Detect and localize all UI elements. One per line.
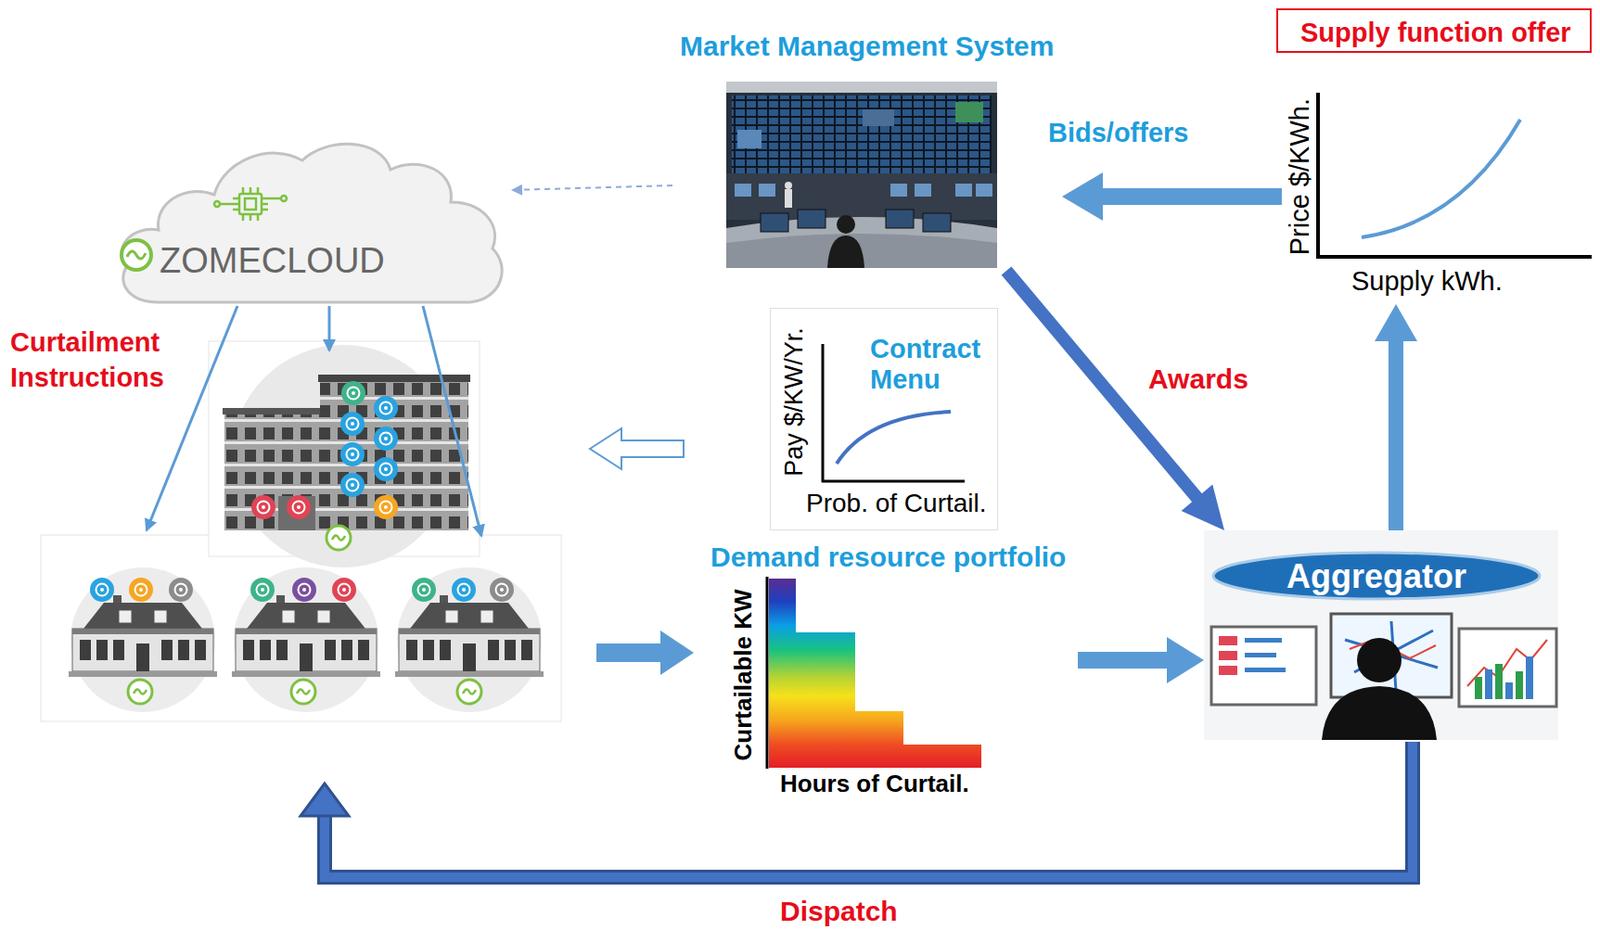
flow-arrow	[1374, 304, 1418, 531]
arrow-head	[1181, 485, 1225, 531]
axis-label: Pay $/KW/Yr.	[780, 327, 809, 477]
callout-label: Curtailment Instructions	[10, 325, 182, 396]
edge-label: Awards	[1148, 363, 1249, 397]
flow-label: Dispatch	[780, 896, 898, 927]
arrow-shaft	[1077, 652, 1169, 669]
arrow-head	[1062, 172, 1103, 221]
axis-label: Supply kWh.	[1351, 266, 1503, 297]
axis-label: Prob. of Curtail.	[806, 488, 987, 519]
arrow-head	[1166, 637, 1204, 684]
axis-label: Curtailable KW	[729, 588, 758, 761]
dispatch-arrow	[300, 742, 1413, 878]
contract-offer-arrow	[589, 428, 684, 470]
arrow-head	[511, 184, 523, 196]
arrow-head	[1374, 304, 1418, 342]
arrow-shaft	[1100, 188, 1282, 205]
portfolio-input-arrow	[596, 630, 694, 676]
edge-label: Bids/offers	[1048, 117, 1189, 149]
arrow-shaft	[1388, 339, 1404, 531]
control-room-photo	[726, 81, 998, 269]
supply-chart	[1316, 92, 1592, 259]
flow-arrow	[511, 184, 673, 196]
chart-title: Demand resource portfolio	[710, 541, 1066, 575]
demand-portfolio-chart: Demand resource portfolioCurtailable KW H…	[697, 538, 1078, 805]
apartment-illustration	[208, 341, 480, 568]
curtailment-arrows	[146, 306, 482, 537]
aggregator-illustration	[1203, 530, 1559, 741]
axis-label: Price $/KWh.	[1284, 98, 1316, 256]
box-title: Supply function offer	[1300, 17, 1572, 49]
cloud-shape-outline	[112, 137, 512, 307]
contract-menu-chart: Contract Menu Pay $/KW/Yr. Prob. of Curtai…	[769, 307, 999, 531]
chart-title: Contract Menu	[870, 333, 996, 397]
supply-function-chart: Price $/KWh. Supply kWh.	[1281, 83, 1594, 305]
flow-arrow	[1077, 637, 1204, 684]
brand-name: ZOMECLOUD	[159, 241, 385, 282]
node-title: Aggregator	[1286, 557, 1467, 596]
market-management-system: Market Management System	[672, 27, 1063, 271]
axis-label: Hours of Curtail.	[780, 770, 970, 799]
houses-illustration	[40, 535, 562, 722]
offer-box: Supply function offer	[1276, 8, 1592, 53]
flow-arrow	[1062, 172, 1282, 221]
aggregator-box: Aggregator	[1203, 530, 1559, 741]
portfolio-chart	[767, 576, 982, 769]
node-heading: Market Management System	[679, 30, 1054, 64]
flow-arrow	[1006, 270, 1225, 531]
cloud-shape: ZOMECLOUD	[112, 137, 512, 307]
arrow-shaft	[521, 185, 673, 191]
